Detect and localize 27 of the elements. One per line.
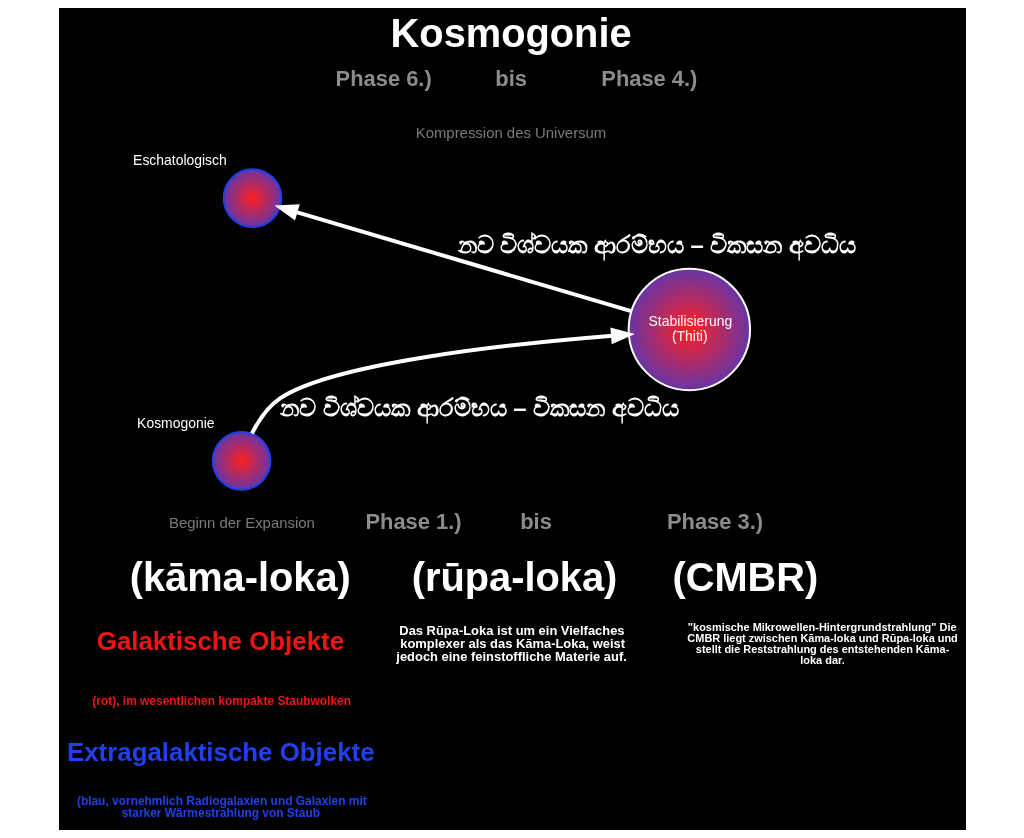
- label: (kāma-loka): [129, 555, 351, 600]
- label: (blau, vornehmlich Radiogalaxien und Galaxien mit starker Wärmestrahlung von Staub: [76, 793, 367, 820]
- arrow: [273, 204, 632, 314]
- label: Kompression des Universum: [415, 123, 606, 141]
- label: Phase 1.): [364, 509, 462, 535]
- label: (rot), im wesentlichen kompakte Staubwolken: [91, 693, 351, 708]
- label: bis: [519, 509, 552, 535]
- node-label: Eschatologisch: [132, 152, 227, 169]
- edge-label: නව විශ්වයක ආරම්භය – විකසන අවධිය: [279, 394, 679, 422]
- label: Galaktische Objekte: [96, 627, 344, 656]
- label: Extragalaktische Objekte: [66, 737, 375, 766]
- label: (CMBR): [671, 555, 818, 600]
- label: Das Rūpa-Loka ist um ein Vielfaches komplexer als das Kāma-Loka, weist jedoch eine feinstoffliche Materie auf.: [395, 622, 627, 664]
- label: Beginn der Expansion: [168, 513, 315, 531]
- label: "kosmische Mikrowellen-Hintergrundstrahlung" Die CMBR liegt zwischen Kāma-loka und Rūpa-loka und stellt die Reststrahlung des entstehenden Kāma-loka dar.: [686, 620, 958, 666]
- node-circle: Stabilisierung (Thiti): [627, 267, 751, 392]
- node-label: Kosmogonie: [136, 415, 215, 432]
- node-circle: [222, 168, 282, 228]
- node-circle: [211, 430, 271, 491]
- arrow: [249, 327, 635, 435]
- label: (rūpa-loka): [411, 555, 617, 600]
- label: Phase 6.): [335, 66, 432, 92]
- label: Phase 3.): [666, 509, 763, 535]
- edge-label: නව විශ්වයක ආරම්භය – විකසන අවධිය: [457, 231, 856, 259]
- label: bis: [494, 66, 527, 92]
- diagram-title: Kosmogonie: [390, 10, 632, 55]
- label: Phase 4.): [600, 66, 697, 92]
